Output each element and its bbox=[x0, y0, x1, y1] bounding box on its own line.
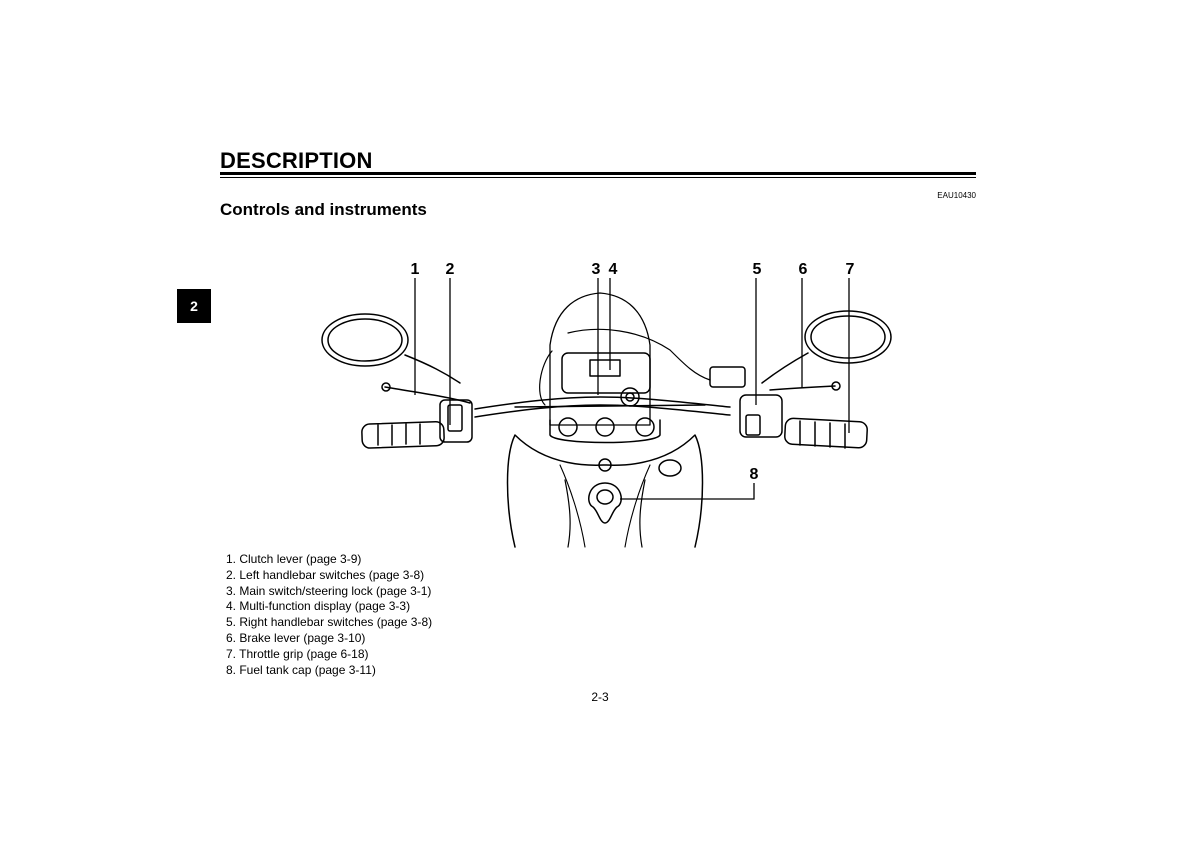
right-grip bbox=[784, 417, 868, 449]
crossbar bbox=[514, 404, 706, 408]
callout-7: 7 bbox=[846, 261, 855, 278]
left-grip bbox=[361, 420, 445, 449]
section-title: DESCRIPTION bbox=[220, 148, 373, 173]
right-mirror-stem bbox=[761, 352, 809, 384]
left-mirror bbox=[321, 313, 409, 367]
left-mirror-stem bbox=[404, 354, 461, 384]
instrument-cluster bbox=[561, 352, 651, 394]
legend-item: 8. Fuel tank cap (page 3-11) bbox=[226, 662, 376, 677]
display-screen bbox=[589, 359, 621, 377]
legend-item: 1. Clutch lever (page 3-9) bbox=[226, 552, 362, 566]
master-cylinder bbox=[709, 366, 746, 388]
header-rule bbox=[220, 172, 976, 175]
legend-item: 5. Right handlebar switches (page 3-8) bbox=[226, 615, 433, 630]
brake-lever bbox=[769, 385, 836, 391]
handlebar bbox=[474, 404, 731, 418]
page-number: 2-3 bbox=[591, 690, 609, 704]
fuel-tank bbox=[506, 434, 704, 548]
legend-item: 7. Throttle grip (page 6-18) bbox=[226, 646, 369, 661]
handlebar-illustration: 1 2 3 4 5 6 7 8 bbox=[321, 261, 892, 548]
legend-item: 2. Left handlebar switches (page 3-8) bbox=[226, 567, 425, 582]
header-rule-thin bbox=[220, 177, 976, 178]
callout-4: 4 bbox=[609, 261, 618, 278]
legend-item: 6. Brake lever (page 3-10) bbox=[226, 630, 366, 645]
right-mirror bbox=[804, 310, 892, 364]
callout-3: 3 bbox=[592, 261, 601, 278]
callout-5: 5 bbox=[753, 261, 762, 278]
chapter-tab: 2 bbox=[177, 289, 211, 323]
legend-item: 4. Multi-function display (page 3-3) bbox=[226, 599, 411, 614]
callout-1: 1 bbox=[411, 261, 420, 278]
front-cowl bbox=[549, 292, 651, 426]
legend-item: 3. Main switch/steering lock (page 3-1) bbox=[226, 583, 432, 598]
fork-right bbox=[635, 417, 655, 437]
right-switch-housing bbox=[739, 394, 783, 438]
fuel-tank-cap bbox=[588, 482, 622, 524]
callout-8: 8 bbox=[750, 466, 759, 483]
document-code: EAU10430 bbox=[937, 191, 976, 200]
fork-left bbox=[558, 417, 578, 437]
clutch-lever bbox=[384, 386, 471, 404]
fork-center bbox=[595, 417, 615, 437]
callout-6: 6 bbox=[799, 261, 808, 278]
subheading: Controls and instruments bbox=[220, 200, 427, 219]
callout-2: 2 bbox=[446, 261, 455, 278]
parts-legend: 1. Clutch lever (page 3-9) 2. Left handl… bbox=[226, 552, 432, 678]
